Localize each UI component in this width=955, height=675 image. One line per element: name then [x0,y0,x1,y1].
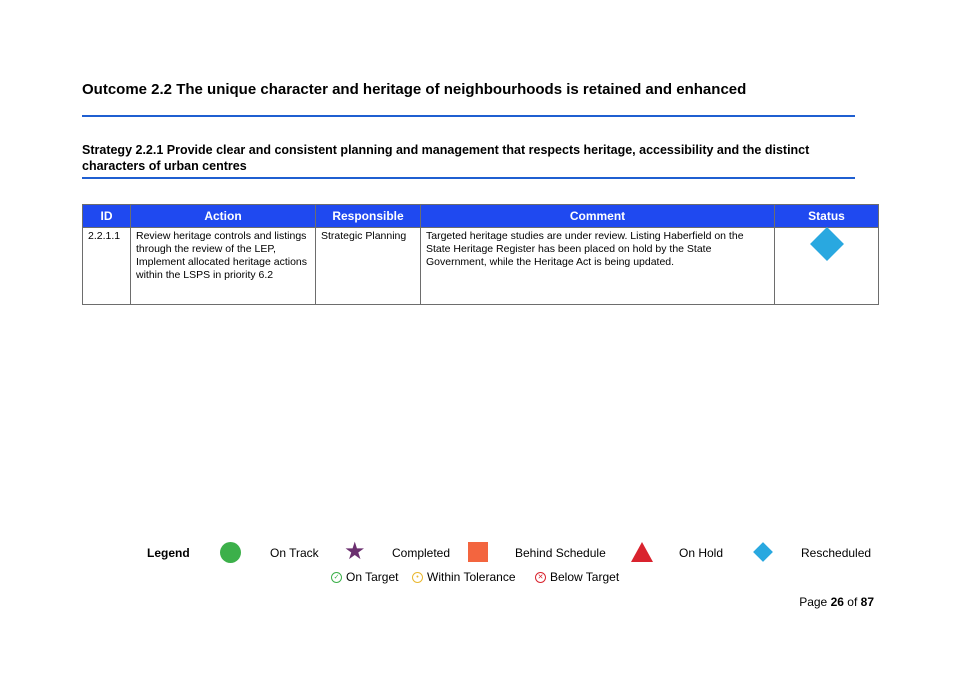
page-total: 87 [860,595,874,609]
legend-label: Legend [147,546,190,560]
legend-item-label: Behind Schedule [515,546,606,560]
table-header-row: ID Action Responsible Comment Status [82,204,879,228]
cell-action: Review heritage controls and listings th… [130,227,316,305]
blue-diamond-icon [753,542,773,562]
column-header-status: Status [774,204,879,228]
actions-table: ID Action Responsible Comment Status 2.2… [82,204,879,305]
target-legend: ✓ On Target • Within Tolerance ✕ Below T… [0,570,955,586]
outcome-title: Outcome 2.2 The unique character and her… [82,81,747,98]
outcome-divider [82,115,855,117]
page-current: 26 [830,595,844,609]
legend-item-label: On Hold [679,546,724,560]
column-header-id: ID [82,204,131,228]
target-label: Below Target [550,570,620,584]
cell-id: 2.2.1.1 [82,227,131,305]
legend-item-label: On Track [270,546,319,560]
cell-responsible: Strategic Planning [315,227,421,305]
page-number: Page 26 of 87 [799,595,874,609]
page-of: of [847,595,858,609]
neutral-circle-icon: • [412,572,423,583]
table-row: 2.2.1.1 Review heritage controls and lis… [82,227,879,305]
red-triangle-icon [631,542,653,562]
legend: Legend On Track ★ Completed Behind Sched… [0,538,955,565]
x-circle-icon: ✕ [535,572,546,583]
page-prefix: Page [799,595,828,609]
cell-status [774,227,879,305]
purple-star-icon: ★ [344,538,366,565]
target-label: Within Tolerance [427,570,516,584]
legend-item-label: Rescheduled [801,546,872,560]
column-header-responsible: Responsible [315,204,421,228]
check-circle-icon: ✓ [331,572,342,583]
column-header-comment: Comment [420,204,775,228]
orange-square-icon [468,542,488,562]
strategy-divider [82,177,855,179]
target-label: On Target [346,570,399,584]
legend-item-label: Completed [392,546,451,560]
cell-comment: Targeted heritage studies are under revi… [420,227,775,305]
strategy-title: Strategy 2.2.1 Provide clear and consist… [82,143,810,173]
column-header-action: Action [130,204,316,228]
rescheduled-diamond-icon [809,227,844,261]
green-circle-icon [220,542,241,563]
